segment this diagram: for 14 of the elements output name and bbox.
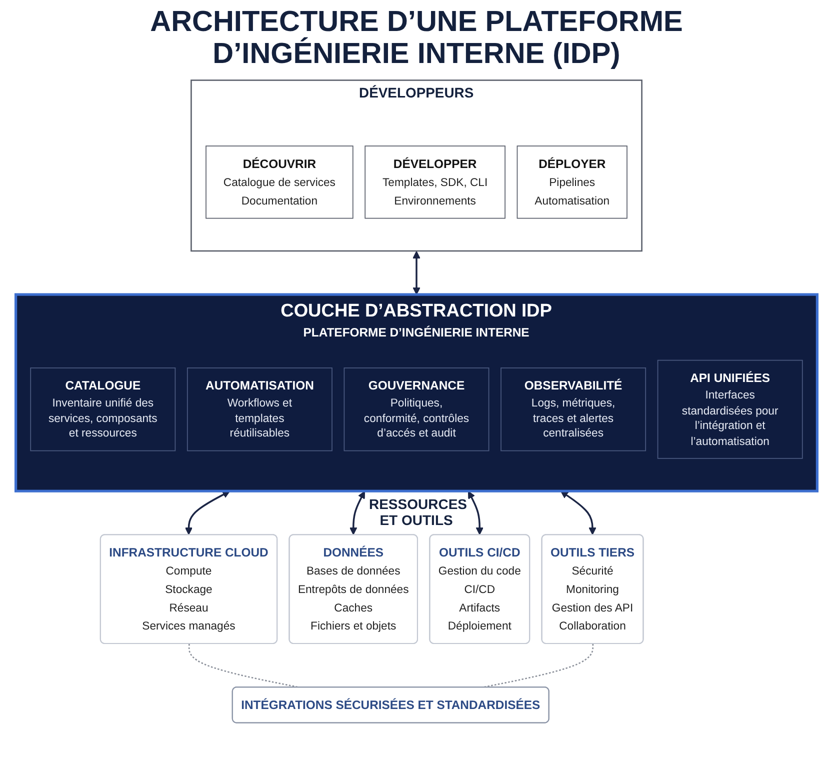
arrow — [468, 490, 484, 535]
node-box: DÉVELOPPER Templates, SDK, CLI Environnements — [364, 146, 506, 219]
node-box: AUTOMATISATION Workflows et templates réutilisables — [186, 367, 332, 452]
node-box: DÉCOUVRIR Catalogue de services Documentation — [206, 146, 354, 219]
arrow — [412, 250, 420, 295]
node-box: CATALOGUE Inventaire unifié des services, composants et ressources — [30, 367, 176, 452]
arrow — [350, 490, 365, 535]
arrow — [184, 490, 230, 535]
node-box: API UNIFIÉES Interfaces standardisées pour l’intégration et l’automatisation — [657, 360, 803, 459]
arrow — [560, 490, 596, 535]
node-box: DÉPLOYER Pipelines Automatisation — [516, 146, 628, 219]
node-box: OBSERVABILITÉ Logs, métriques, traces et alertes centralisées — [500, 367, 646, 452]
node-box: GOUVERNANCE Politiques, conformité, contrôles d’accés et audit — [344, 367, 490, 452]
diagram-title: ARCHITECTURE D’UNE PLATEFORME D’INGÉNIERIE INTERNE (IDP) — [149, 6, 684, 71]
